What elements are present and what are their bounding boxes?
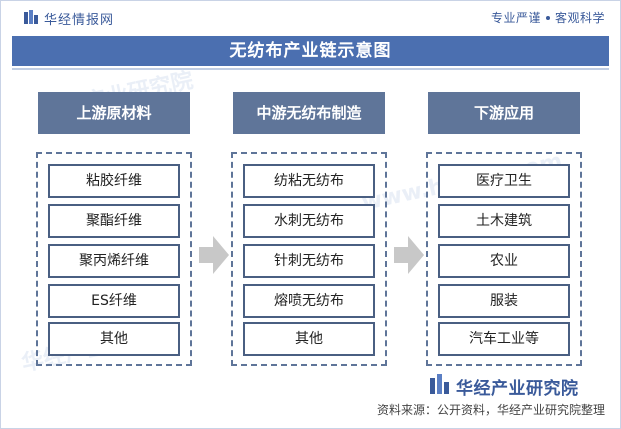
- title-underline: [12, 68, 609, 70]
- chain-item: 其他: [48, 322, 180, 356]
- slogan-dot: [545, 15, 550, 20]
- stage-box-upstream: 粘胶纤维 聚酯纤维 聚丙烯纤维 ES纤维 其他: [36, 152, 192, 366]
- diagram-title: 无纺布产业链示意图: [12, 36, 609, 66]
- stage-header-downstream: 下游应用: [428, 92, 580, 134]
- footer-logo-icon: [430, 374, 449, 394]
- chain-item: 其他: [243, 322, 375, 356]
- chain-item: 水刺无纺布: [243, 204, 375, 238]
- slogan: 专业严谨客观科学: [491, 9, 605, 26]
- footer-brand: 华经产业研究院: [456, 379, 579, 399]
- brand-name: 华经情报网: [44, 13, 115, 28]
- stage-header-midstream: 中游无纺布制造: [233, 92, 385, 134]
- stage-box-downstream: 医疗卫生 土木建筑 农业 服装 汽车工业等: [426, 152, 582, 366]
- top-bar: 华经情报网 专业严谨客观科学: [0, 0, 621, 36]
- chain-item: 服装: [438, 284, 570, 318]
- chain-item: 医疗卫生: [438, 164, 570, 198]
- chain-item: 针刺无纺布: [243, 244, 375, 278]
- brand-logo-icon: [24, 10, 38, 24]
- flow-arrow-icon: [394, 236, 424, 274]
- chain-item: 土木建筑: [438, 204, 570, 238]
- chain-item: 聚酯纤维: [48, 204, 180, 238]
- chain-item: 粘胶纤维: [48, 164, 180, 198]
- stage-header-upstream: 上游原材料: [38, 92, 190, 134]
- chain-item: 纺粘无纺布: [243, 164, 375, 198]
- stage-box-midstream: 纺粘无纺布 水刺无纺布 针刺无纺布 熔喷无纺布 其他: [231, 152, 387, 366]
- flow-arrow-icon: [199, 236, 229, 274]
- chain-item: 农业: [438, 244, 570, 278]
- slogan-left: 专业严谨: [490, 11, 541, 25]
- chain-item: 汽车工业等: [438, 322, 570, 356]
- chain-item: 聚丙烯纤维: [48, 244, 180, 278]
- chain-item: 熔喷无纺布: [243, 284, 375, 318]
- slogan-right: 客观科学: [554, 11, 605, 25]
- source-note: 资料来源：公开资料，华经产业研究院整理: [376, 403, 605, 417]
- chain-item: ES纤维: [48, 284, 180, 318]
